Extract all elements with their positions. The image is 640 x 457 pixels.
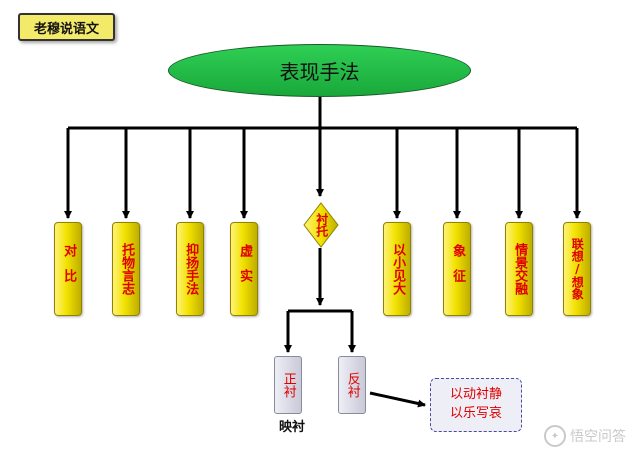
contrast-type-label: 反衬: [344, 372, 360, 398]
technique-foil: 衬托: [303, 202, 339, 248]
watermark-text: 悟空问答: [570, 429, 626, 445]
technique-contrast: 对比: [54, 222, 82, 316]
technique-association: 联想/想象: [563, 222, 591, 316]
technique-label: 对比: [61, 244, 77, 294]
technique-label: 衬托: [314, 213, 329, 237]
technique-label: 托物言志: [119, 243, 135, 295]
author-badge: 老穆说语文: [18, 13, 115, 41]
technique-scene-emotion: 情景交融: [505, 222, 533, 316]
technique-symbolism-object: 托物言志: [112, 222, 140, 316]
technique-label: 抑扬手法: [183, 243, 199, 295]
technique-label: 联想/想象: [570, 238, 585, 300]
technique-suppress-praise: 抑扬手法: [176, 222, 204, 316]
technique-label: 虚实: [237, 244, 253, 294]
reverse-contrast-box: 反衬: [338, 356, 366, 414]
positive-contrast-caption: 映衬: [278, 420, 305, 435]
reverse-contrast-note: 以动衬静 以乐写哀: [430, 378, 522, 432]
root-node: 表现手法: [168, 44, 471, 97]
contrast-diamond: [303, 202, 339, 248]
technique-label: 象征: [450, 244, 466, 294]
technique-small-large: 以小见大: [383, 222, 411, 316]
watermark: ✦ 悟空问答: [544, 425, 626, 447]
positive-contrast-box: 正衬: [274, 356, 302, 414]
technique-symbolism: 象征: [443, 222, 471, 316]
technique-label: 情景交融: [512, 243, 528, 295]
root-title: 表现手法: [279, 60, 360, 84]
technique-label: 以小见大: [390, 243, 406, 295]
technique-real-virtual: 虚实: [230, 222, 258, 316]
contrast-type-label: 正衬: [280, 372, 296, 398]
watermark-logo-icon: ✦: [544, 425, 566, 447]
